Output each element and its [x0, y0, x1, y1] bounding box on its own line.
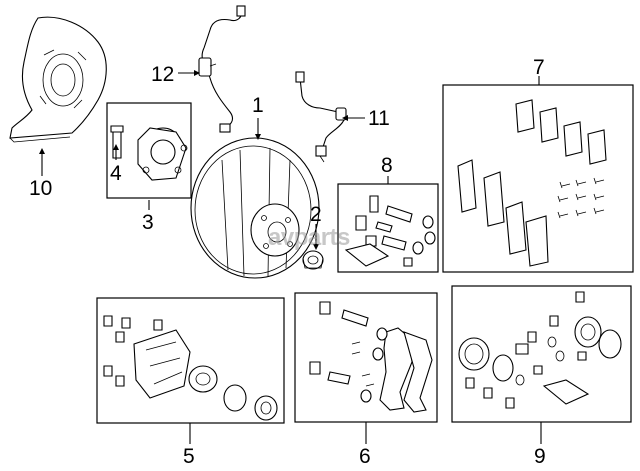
abs-sensor-wire — [198, 5, 246, 133]
callout-11: 11 — [368, 107, 390, 130]
callout-9: 9 — [534, 445, 546, 468]
callout-7: 7 — [533, 56, 545, 79]
box-hub-bearing — [106, 102, 192, 199]
callout-2: 2 — [310, 203, 322, 226]
callout-8: 8 — [381, 154, 393, 177]
hardware-kit-parts — [344, 195, 436, 267]
hub-nut — [302, 250, 324, 270]
brake-hose — [295, 71, 347, 163]
callout-5: 5 — [183, 445, 195, 468]
leader-lines — [39, 70, 542, 444]
callout-1: 1 — [252, 94, 264, 117]
repair-kit-parts — [458, 291, 622, 409]
callout-4: 4 — [110, 162, 122, 185]
caliper-parts — [103, 315, 278, 421]
callout-10: 10 — [29, 177, 53, 200]
watermark: avparts — [268, 224, 350, 251]
callout-12: 12 — [151, 63, 175, 86]
hub-bearing — [110, 125, 188, 181]
caliper-support-parts — [309, 301, 433, 413]
dust-shield — [9, 16, 107, 143]
brake-rotor — [190, 137, 320, 279]
brake-pads-parts — [457, 99, 607, 267]
box-brake-pads — [442, 84, 634, 273]
callout-6: 6 — [359, 445, 371, 468]
callout-3: 3 — [142, 211, 154, 234]
